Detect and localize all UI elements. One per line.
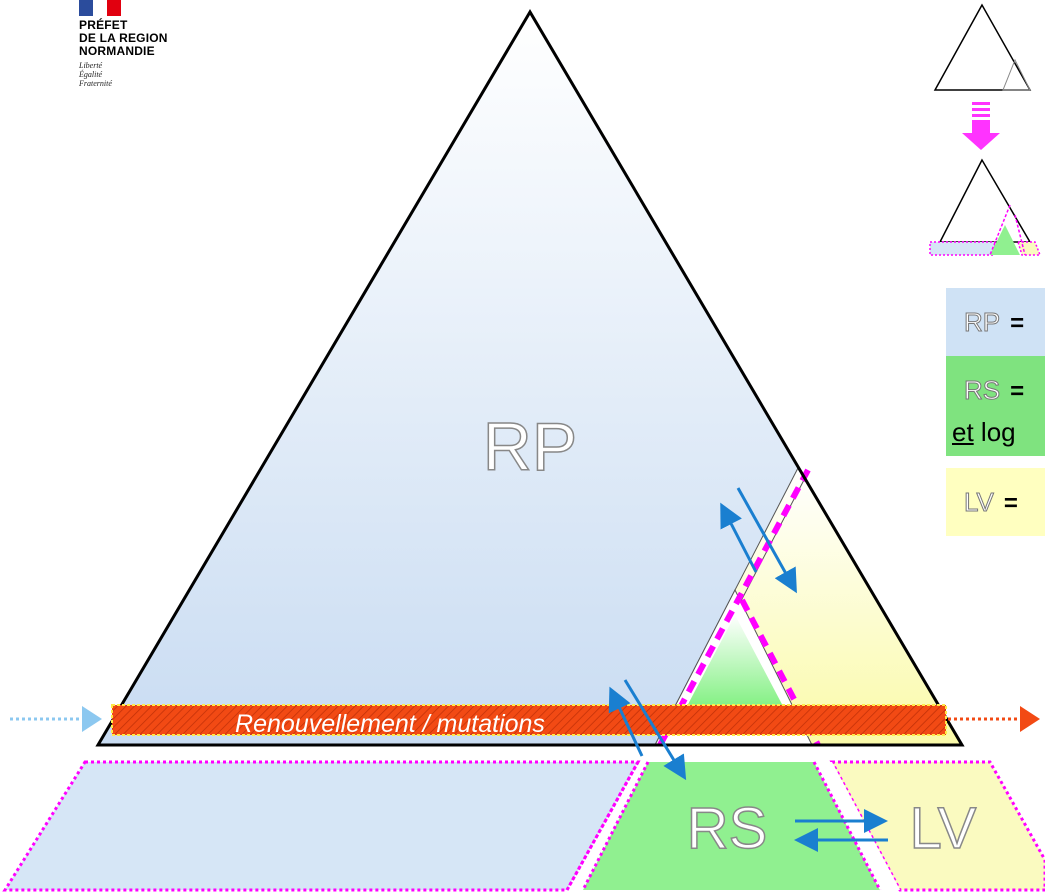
double-arrow-icon-2 (608, 679, 687, 781)
legend-rs: RS= et log (946, 356, 1045, 456)
legend-lv: LV = (946, 468, 1045, 536)
arrow-right-icon-2 (1020, 706, 1040, 732)
mini-subtriangle (1002, 58, 1031, 91)
mini-dashed-2 (1014, 214, 1026, 256)
rp-triangle-fill (98, 12, 962, 745)
rs-base-region (583, 762, 880, 890)
logo-line-1: PRÉFET (79, 18, 128, 32)
legend-rs-text: et (952, 417, 974, 447)
logo-line-2: DE LA REGION (79, 31, 168, 45)
lv-label: LV (910, 796, 977, 861)
mini-triangle-before (933, 3, 1032, 91)
motto-3: Fraternité (79, 79, 112, 88)
double-arrow-icon (720, 487, 797, 594)
legend-rp-equals: = (1010, 310, 1025, 337)
rs-label: RS (687, 796, 768, 861)
legend-rs-equals: = (1010, 378, 1025, 405)
motto-1: Liberté (79, 61, 103, 70)
rp-triangle-outline (95, 9, 965, 747)
double-arrow-icon-3 (794, 809, 888, 852)
logo-line-3: NORMANDIE (79, 44, 155, 58)
magenta-dashed-line-2 (739, 598, 821, 747)
rs-inner-fill (685, 615, 785, 710)
mini-dashed (989, 204, 1011, 256)
mini-lv-strip (1016, 241, 1042, 256)
rp-label: RP (483, 409, 577, 485)
arrow-right-icon (82, 706, 102, 732)
prefecture-logo: PRÉFET DE LA REGION NORMANDIE Liberté Ég… (79, 0, 219, 88)
rs-lv-gap (814, 762, 900, 890)
band-label: Renouvellement / mutations (235, 710, 545, 738)
mini-rp-strip (929, 241, 996, 256)
mini-rs-triangle (990, 225, 1020, 255)
magenta-dashed-line (657, 468, 811, 747)
legend-lv-code: LV (964, 487, 995, 518)
renewal-band (111, 704, 947, 736)
motto-2: Égalité (79, 70, 103, 79)
flag-icon (79, 0, 121, 16)
legend-rs-code: RS (963, 375, 1001, 406)
lv-base-region (829, 760, 1045, 892)
arrow-down-icon (962, 102, 1000, 150)
mini-triangle-after (938, 158, 1032, 243)
legend-rp-code: RP (963, 307, 1001, 338)
rs-left-border (565, 761, 640, 891)
legend-lv-equals: = (1003, 490, 1018, 517)
motto: Liberté Égalité Fraternité (79, 61, 219, 88)
legend-rp: RP = (946, 288, 1045, 356)
rs-right-border (812, 761, 882, 891)
rp-base-region (2, 760, 641, 892)
